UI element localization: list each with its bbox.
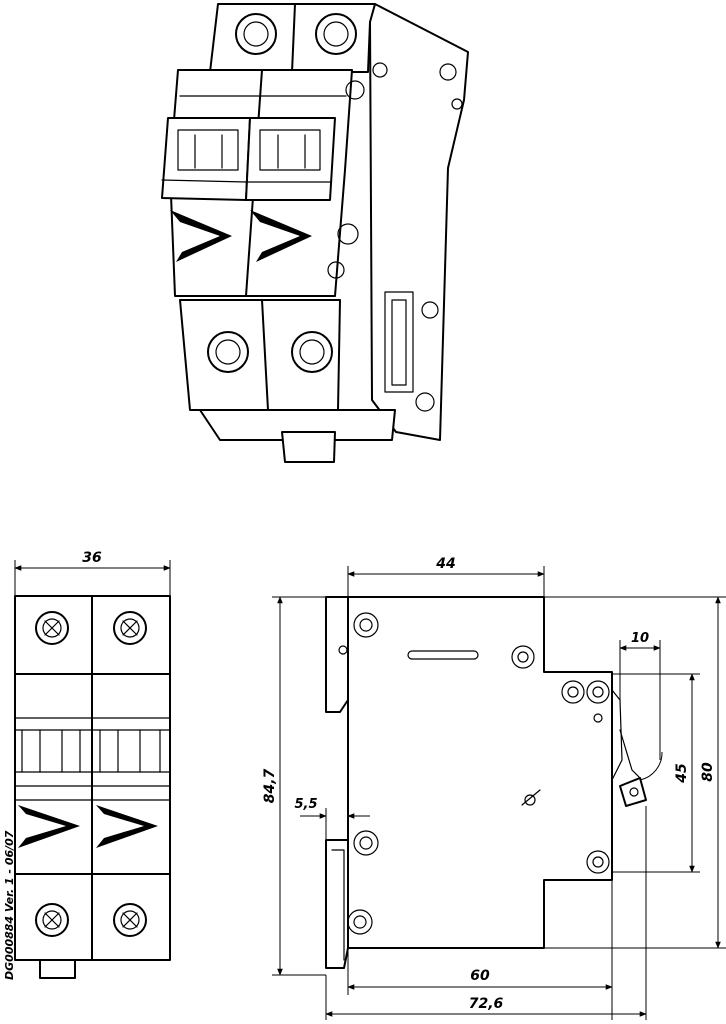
side-rail-offset-label: 5,5 — [294, 797, 317, 812]
side-height-body-label: 80 — [700, 762, 716, 782]
side-view: 44 10 84,7 80 45 5,5 60 — [262, 556, 726, 1020]
front-terminal-screws — [35, 611, 147, 937]
side-height-total-label: 84,7 — [262, 768, 278, 803]
side-terminal-offset-label: 10 — [631, 631, 649, 646]
side-depth-total-label: 72,6 — [469, 996, 504, 1012]
pole-1-symbol — [170, 210, 232, 262]
front-width-label: 36 — [82, 550, 102, 566]
front-view: 36 — [14, 550, 171, 979]
pole-2-symbol — [250, 210, 312, 262]
document-code: DG000884 Ver. 1 - 06/07 — [3, 830, 16, 980]
side-height-front-label: 45 — [674, 763, 690, 784]
side-depth-label: 60 — [470, 968, 490, 984]
isometric-view — [161, 3, 469, 463]
iso-terminal-screws — [207, 13, 357, 373]
side-top-width-label: 44 — [435, 556, 455, 572]
